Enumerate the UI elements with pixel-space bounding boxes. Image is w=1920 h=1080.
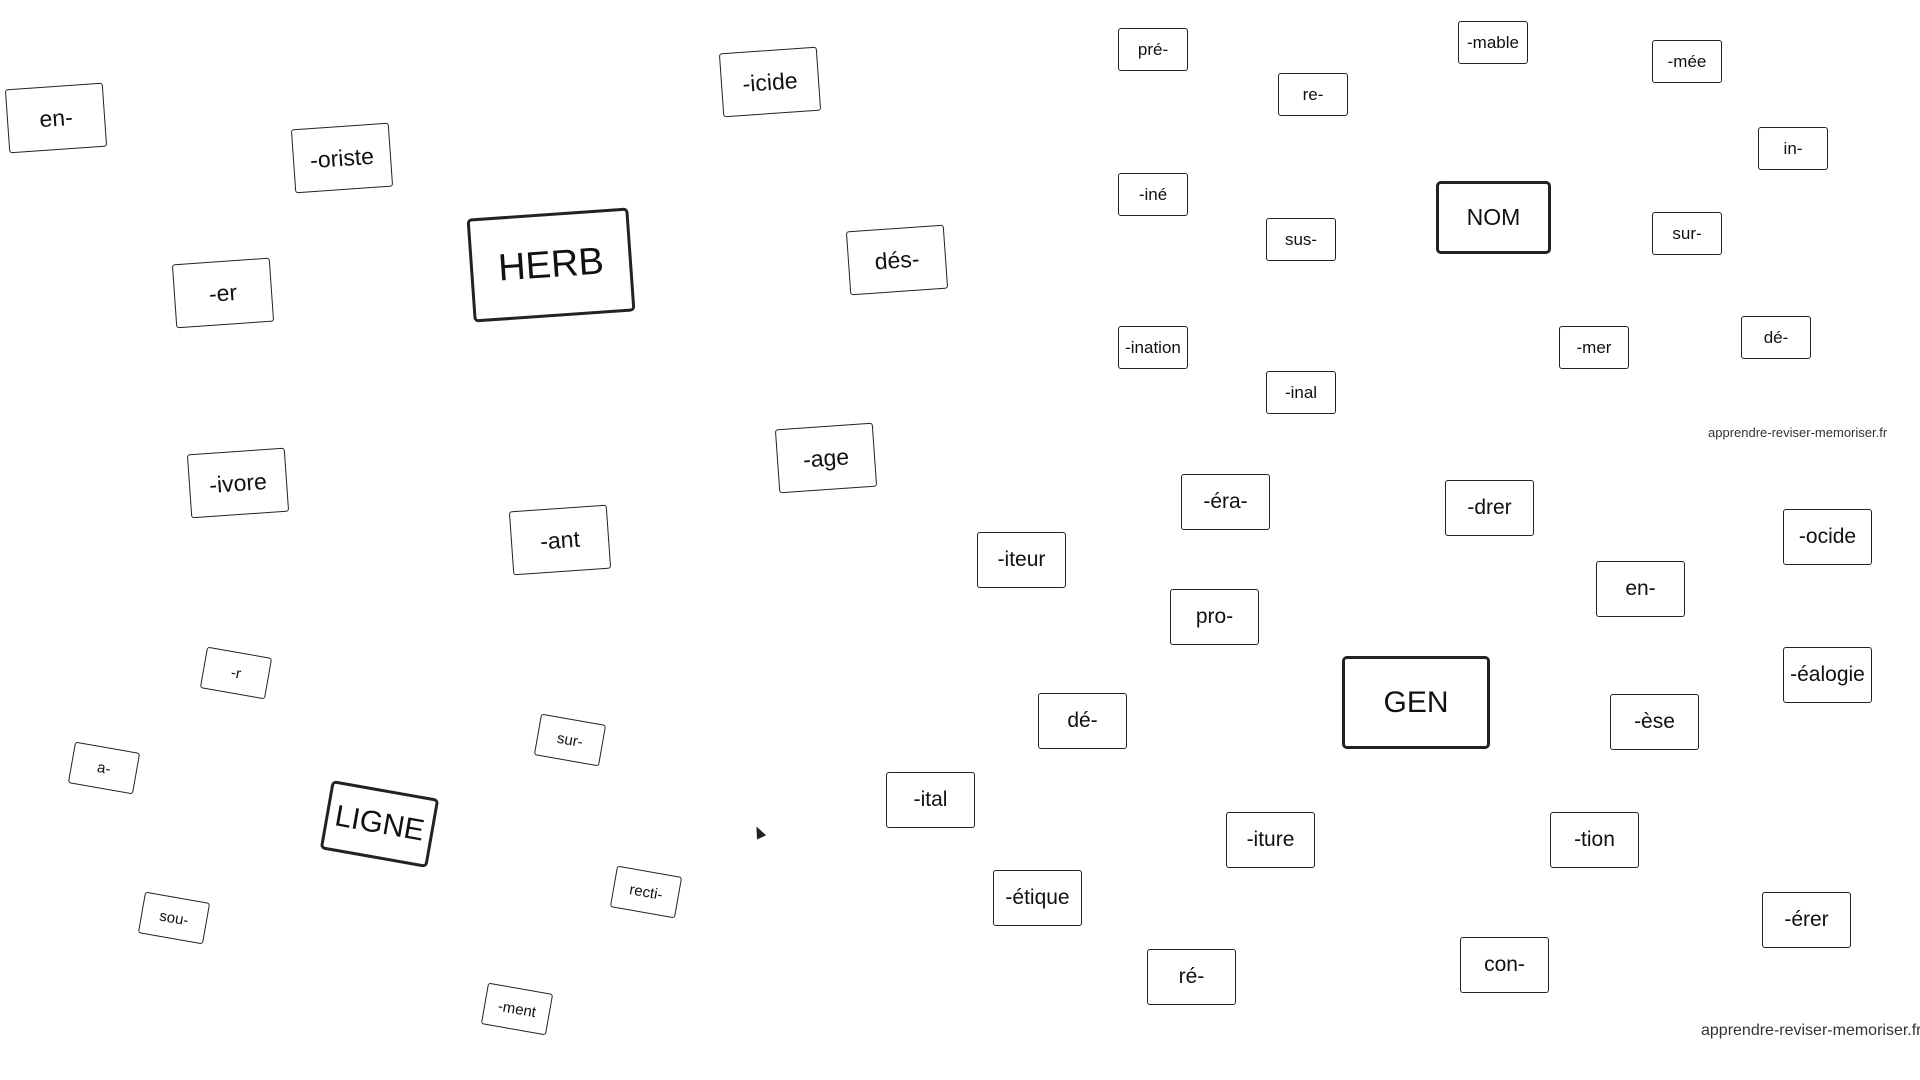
affix-card[interactable]: -age	[774, 422, 878, 494]
affix-card[interactable]: sus-	[1266, 218, 1336, 261]
affix-card[interactable]: -iné	[1118, 173, 1188, 216]
affix-card[interactable]: dé-	[1038, 693, 1127, 749]
affix-card[interactable]: -drer	[1445, 480, 1534, 536]
affix-card[interactable]: -ment	[480, 982, 554, 1036]
affix-card[interactable]: sur-	[533, 713, 607, 767]
affix-card[interactable]: -ital	[886, 772, 975, 828]
affix-card[interactable]: -iteur	[977, 532, 1066, 588]
affix-card[interactable]: -ant	[508, 504, 612, 576]
affix-card[interactable]: pro-	[1170, 589, 1259, 645]
affix-card[interactable]: dé-	[1741, 316, 1811, 359]
affix-card[interactable]: -érer	[1762, 892, 1851, 948]
root-card-nom[interactable]: NOM	[1436, 181, 1551, 254]
affix-card[interactable]: en-	[1596, 561, 1685, 617]
affix-card[interactable]: sur-	[1652, 212, 1722, 255]
affix-card[interactable]: a-	[67, 741, 141, 795]
affix-card[interactable]: -ocide	[1783, 509, 1872, 565]
affix-card[interactable]: -er	[171, 257, 275, 329]
affix-card[interactable]: -icide	[718, 46, 822, 118]
affix-card[interactable]: dés-	[845, 224, 949, 296]
affix-card[interactable]: -éalogie	[1783, 647, 1872, 703]
root-card-gen[interactable]: GEN	[1342, 656, 1490, 749]
root-card-ligne[interactable]: LIGNE	[319, 780, 440, 868]
affix-card[interactable]: -tion	[1550, 812, 1639, 868]
affix-card[interactable]: pré-	[1118, 28, 1188, 71]
site-credit: apprendre-reviser-memoriser.fr	[1708, 425, 1888, 440]
affix-card[interactable]: -èse	[1610, 694, 1699, 750]
affix-card[interactable]: -inal	[1266, 371, 1336, 414]
root-card-herb[interactable]: HERB	[466, 207, 636, 323]
affix-card[interactable]: -iture	[1226, 812, 1315, 868]
affix-card[interactable]: -éra-	[1181, 474, 1270, 530]
affix-card[interactable]: -ivore	[186, 447, 290, 519]
affix-card[interactable]: ré-	[1147, 949, 1236, 1005]
affix-card[interactable]: in-	[1758, 127, 1828, 170]
affix-card[interactable]: -mable	[1458, 21, 1528, 64]
affix-card[interactable]: -mée	[1652, 40, 1722, 83]
affix-card[interactable]: sou-	[137, 891, 211, 945]
affix-card[interactable]: re-	[1278, 73, 1348, 116]
affix-card[interactable]: -r	[199, 646, 273, 700]
site-credit: apprendre-reviser-memoriser.fr	[1701, 1022, 1920, 1039]
affix-card[interactable]: -oriste	[290, 122, 394, 194]
affix-card[interactable]: -ination	[1118, 326, 1188, 369]
mouse-cursor-icon	[751, 824, 767, 840]
affix-card[interactable]: con-	[1460, 937, 1549, 993]
affix-card[interactable]: -mer	[1559, 326, 1629, 369]
affix-card[interactable]: -étique	[993, 870, 1082, 926]
affix-card[interactable]: en-	[4, 82, 108, 154]
affix-card[interactable]: recti-	[609, 865, 683, 919]
